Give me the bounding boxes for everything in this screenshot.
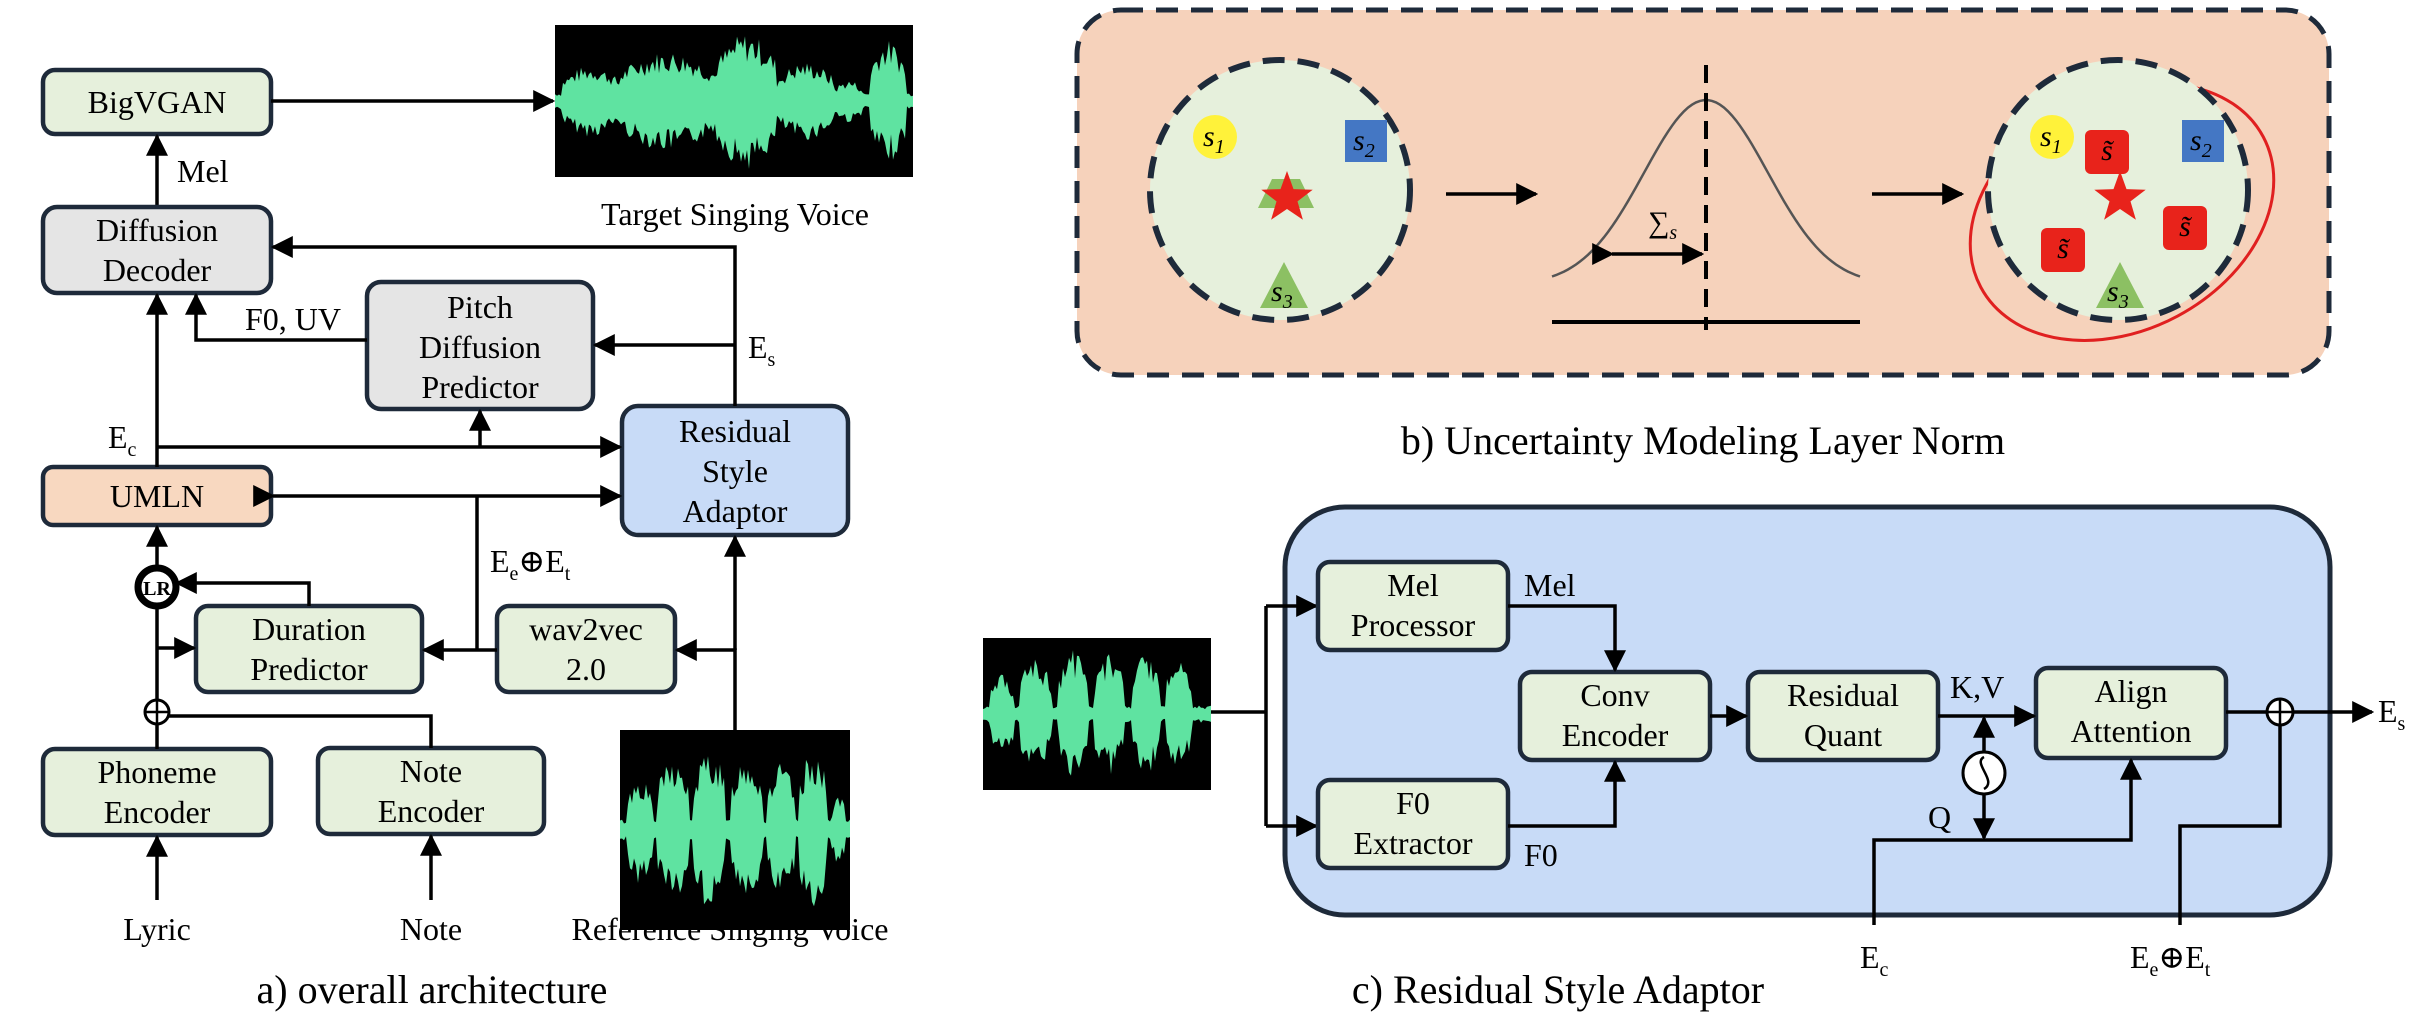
- phoneme-encoder-label-1: Phoneme: [97, 754, 216, 790]
- residual-quant-label-1: Residual: [1787, 677, 1899, 713]
- note-encoder-label-1: Note: [400, 753, 462, 789]
- panel-c: Mel Processor F0 Extractor Conv Encoder …: [983, 504, 2406, 1012]
- umln-panel-background: [1074, 7, 2332, 378]
- rsa-label-3: Adaptor: [683, 493, 788, 529]
- caption-b: b) Uncertainty Modeling Layer Norm: [1401, 418, 2005, 463]
- duration-to-lr-arrow: [174, 572, 311, 606]
- phoneme-encoder-label-2: Encoder: [104, 794, 211, 830]
- pitch-predictor-label-1: Pitch: [447, 289, 513, 325]
- diffusion-decoder-label-1: Diffusion: [96, 212, 218, 248]
- ref-to-wav2vec-arrow: [674, 639, 737, 730]
- reference-waveform-signal: [620, 756, 850, 907]
- target-voice-label: Target Singing Voice: [601, 196, 869, 232]
- f0-extractor-block: [1315, 777, 1511, 871]
- s-tilde-label-2: s̃: [2057, 232, 2070, 265]
- mel-processor-label-1: Mel: [1387, 567, 1439, 603]
- eeet-to-sum-line: [2178, 726, 2282, 925]
- rsa-label-1: Residual: [679, 413, 791, 449]
- s1-label-left: s1: [1203, 120, 1225, 158]
- diffusion-decoder-label-2: Decoder: [103, 252, 212, 288]
- center-star-right: [2094, 171, 2146, 220]
- s3-label-left: s3: [1271, 275, 1293, 313]
- s2-label-right: s2: [2190, 124, 2212, 162]
- note-encoder-label-2: Encoder: [378, 793, 485, 829]
- f0-extractor-label-1: F0: [1396, 785, 1430, 821]
- duration-predictor-label-2: Predictor: [250, 651, 368, 687]
- sigma-label: ∑s: [1648, 206, 1677, 244]
- caption-a: a) overall architecture: [257, 967, 608, 1012]
- pitch-predictor-label-2: Diffusion: [419, 329, 541, 365]
- s-tilde-box-2: [2041, 228, 2085, 272]
- q-label: Q: [1928, 799, 1951, 835]
- s1-point-left: [1193, 115, 1237, 159]
- residual-quant-label-2: Quant: [1804, 717, 1882, 753]
- mel-label: Mel: [177, 153, 229, 189]
- conv-encoder-label-1: Conv: [1580, 677, 1649, 713]
- swap-node-glyph: [1979, 755, 1990, 791]
- bigvgan-label: BigVGAN: [88, 84, 227, 120]
- align-attention-label-1: Align: [2095, 673, 2168, 709]
- f0-extractor-label-2: Extractor: [1353, 825, 1472, 861]
- ec-label-c: Ec: [1860, 939, 1889, 981]
- s-tilde-label-3: s̃: [2179, 210, 2192, 243]
- es-label: Es: [748, 329, 776, 371]
- target-waveform-signal: [555, 36, 913, 169]
- f0-to-conv-arrow: [1508, 759, 1626, 828]
- lyric-label: Lyric: [123, 911, 191, 947]
- s3-label-right: s3: [2107, 275, 2129, 313]
- center-star-left: [1261, 171, 1313, 220]
- panel-a: BigVGAN Target Singing Voice Mel Diffusi…: [40, 25, 913, 1012]
- ec-label: Ec: [108, 419, 137, 461]
- wav2vec-label-1: wav2vec: [529, 611, 643, 647]
- es-to-decoder-arrow: [270, 236, 737, 406]
- es-label-c: Es: [2378, 693, 2406, 735]
- ec-to-attention-arrow: [1872, 757, 2142, 925]
- s1-label-right: s1: [2040, 120, 2062, 158]
- note-label: Note: [400, 911, 462, 947]
- s-tilde-box-3: [2163, 206, 2207, 250]
- pitch-to-decoder-arrow: [185, 292, 367, 342]
- align-attention-label-2: Attention: [2071, 713, 2192, 749]
- s2-point-left: [1345, 120, 1387, 162]
- s3-triangle-right: [2096, 262, 2144, 308]
- s2-label-left: s2: [1353, 124, 1375, 162]
- caption-c: c) Residual Style Adaptor: [1352, 967, 1764, 1012]
- kv-label: K,V: [1950, 669, 2004, 705]
- mel-to-conv-arrow: [1508, 604, 1626, 673]
- reference-voice-label: Reference Singing Voice: [572, 911, 889, 947]
- s-tilde-box-1: [2085, 130, 2129, 174]
- conv-encoder-label-2: Encoder: [1562, 717, 1669, 753]
- ee-et-label: Ee⊕Et: [490, 543, 571, 585]
- mel-label-c: Mel: [1524, 567, 1576, 603]
- note-to-sum-line: [169, 714, 433, 748]
- f0-label-c: F0: [1524, 837, 1558, 873]
- f0-uv-label: F0, UV: [245, 301, 341, 337]
- mel-processor-label-2: Processor: [1351, 607, 1476, 643]
- input-waveform-signal: [983, 650, 1211, 776]
- umln-label: UMLN: [110, 478, 204, 514]
- s3-triangle-left: [1260, 262, 1308, 308]
- duration-predictor-label-1: Duration: [252, 611, 366, 647]
- s-tilde-label-1: s̃: [2101, 134, 2114, 167]
- panel-b: s1 s2 s3 ∑s s1 s2 s3 s̃ s̃ s̃ b) Uncerta…: [1074, 7, 2332, 463]
- wav2vec-label-2: 2.0: [566, 651, 606, 687]
- ee-et-label-c: Ee⊕Et: [2130, 939, 2211, 981]
- pitch-predictor-label-3: Predictor: [421, 369, 539, 405]
- s1-point-right: [2030, 115, 2074, 159]
- length-regulator-label: LR: [143, 578, 171, 600]
- rsa-label-2: Style: [702, 453, 768, 489]
- s2-point-right: [2182, 120, 2224, 162]
